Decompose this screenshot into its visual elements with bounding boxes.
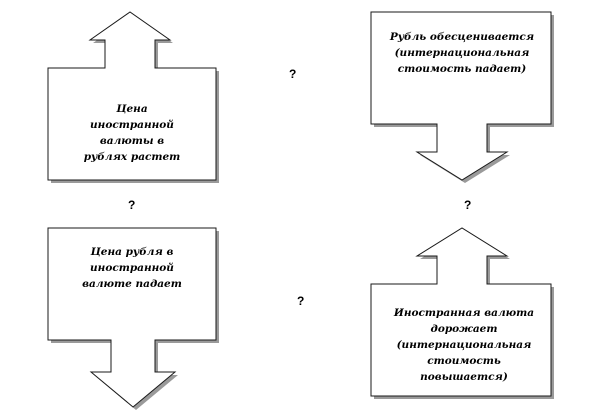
box-top-left-arrow-up: [47, 11, 219, 183]
box-top-right-arrow-down: [370, 11, 554, 183]
box-bottom-right-label: Иностранная валюта дорожает (интернацион…: [393, 307, 535, 383]
box-top-left-label: Цена иностранной валюты в рублях растет: [83, 103, 181, 163]
question-mark-bottom: ?: [297, 294, 305, 308]
box-top-right-label: Рубль обесценивается (интернациональная …: [389, 31, 535, 75]
question-mark-left: ?: [128, 198, 136, 212]
box-bottom-left-arrow-down: [47, 227, 219, 410]
box-bottom-left-label: Цена рубля в иностранной валюте падает: [82, 246, 182, 290]
box-bottom-right-arrow-up: [370, 227, 554, 399]
question-mark-top: ?: [289, 67, 297, 81]
question-mark-right: ?: [464, 198, 472, 212]
